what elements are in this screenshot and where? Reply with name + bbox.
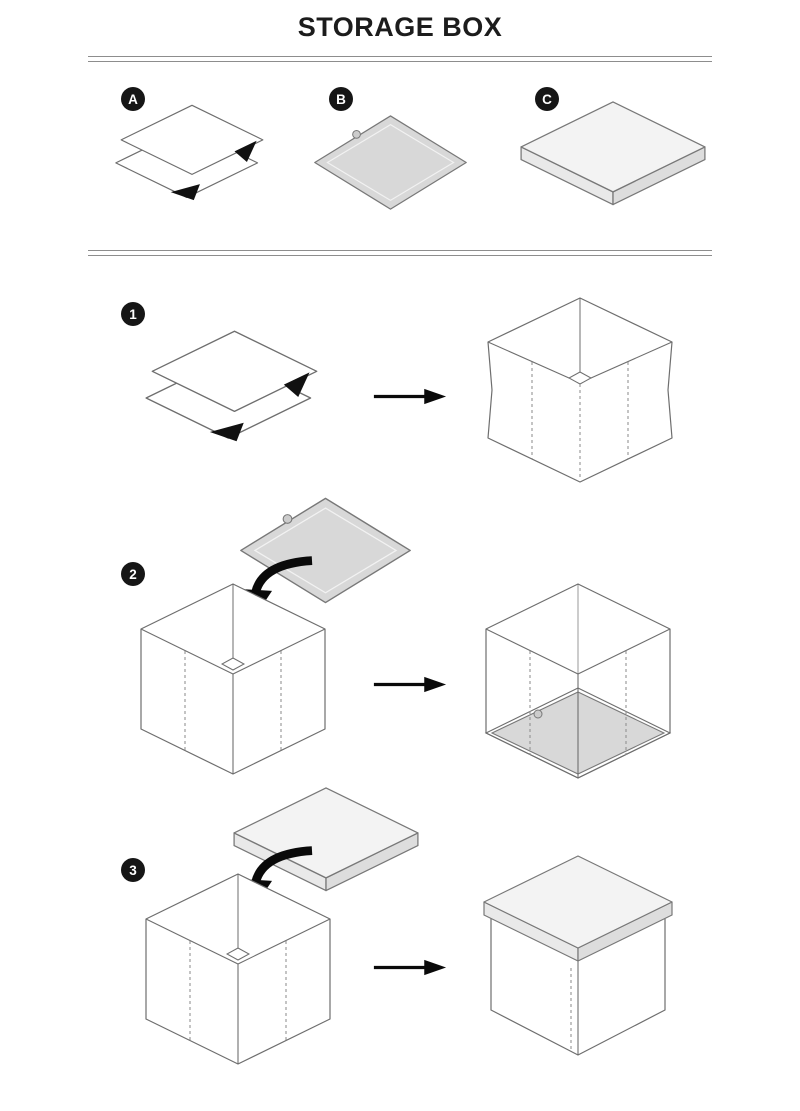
base-panel-stitch-line: [326, 123, 455, 202]
lid-top-face: [520, 101, 706, 193]
folded-panel-illustration: [115, 104, 264, 201]
box-with-base-illustration: [484, 583, 672, 779]
open-box-illustration: [145, 873, 331, 1065]
lid-on-box: [483, 855, 673, 962]
base-panel-illustration: [314, 115, 467, 210]
part-a-figure: [112, 100, 272, 224]
snap-button: [533, 709, 543, 719]
step-2-base-panel-figure: [233, 494, 418, 608]
separator-top: [88, 56, 712, 62]
arrow-right-icon: [373, 959, 447, 976]
separator-middle: [88, 250, 712, 256]
part-b-badge: B: [329, 87, 353, 111]
box-outline: [485, 583, 671, 779]
arrow-right-icon: [373, 676, 447, 693]
closed-box-illustration: [483, 855, 673, 1056]
finger-hole: [225, 947, 251, 961]
step-1-arrow: [372, 386, 448, 407]
step-3-before-figure: [138, 868, 338, 1078]
part-c-figure: [515, 98, 711, 230]
step-2-before-figure: [133, 578, 333, 788]
arrow-right-icon: [373, 388, 447, 405]
snap-button: [282, 514, 293, 524]
base-panel-illustration: [240, 497, 411, 604]
snap-button: [352, 130, 361, 139]
fold-arrow-icon: [170, 184, 200, 201]
fold-arrow-icon: [209, 422, 244, 442]
page-title: STORAGE BOX: [297, 12, 503, 42]
step-3-badge: 3: [121, 858, 145, 882]
step-2-arrow: [372, 674, 448, 695]
step-2-after-figure: [478, 578, 678, 790]
step-1-before-figure: [142, 325, 327, 469]
opening-box-illustration: [487, 297, 673, 483]
step-3-arrow: [372, 957, 448, 978]
step-1-after-figure: [480, 292, 680, 492]
fold-arrow-icon: [283, 372, 310, 397]
part-b-figure: [308, 112, 473, 214]
lid-illustration: [520, 101, 706, 206]
fold-arrow-icon: [234, 140, 257, 162]
base-panel-shape: [314, 115, 467, 210]
step-3-after-figure: [478, 852, 678, 1072]
finger-hole: [220, 657, 246, 671]
upper-panel-shape: [120, 104, 264, 175]
folded-panel-illustration: [145, 330, 318, 442]
step-2-badge: 2: [121, 562, 145, 586]
open-box-illustration: [140, 583, 326, 775]
part-c-badge: C: [535, 87, 559, 111]
step-1-badge: 1: [121, 302, 145, 326]
part-a-badge: A: [121, 87, 145, 111]
rim-edges: [487, 341, 673, 379]
